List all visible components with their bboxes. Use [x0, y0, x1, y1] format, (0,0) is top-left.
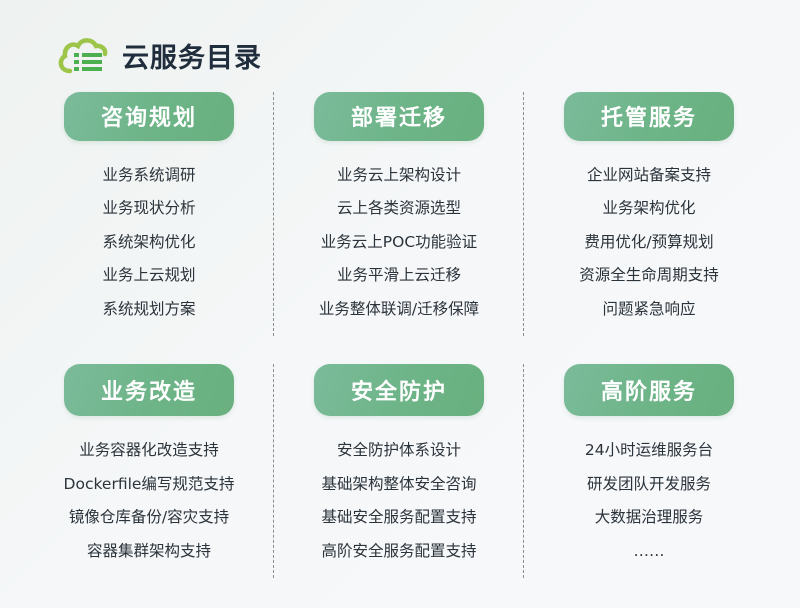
cloud-list-icon [58, 37, 108, 73]
list-item: 业务上云规划 [102, 266, 196, 284]
category-items: 业务云上架构设计 云上各类资源选型 业务云上POC功能验证 业务平滑上云迁移 业… [319, 159, 479, 327]
list-item: 镜像仓库备份/容灾支持 [68, 508, 230, 526]
category-items: 业务容器化改造支持 Dockerfile编写规范支持 镜像仓库备份/容灾支持 容… [64, 434, 235, 568]
page-header: 云服务目录 [56, 36, 262, 75]
category-transformation: 业务改造 业务容器化改造支持 Dockerfile编写规范支持 镜像仓库备份/容… [24, 364, 274, 584]
category-pill[interactable]: 业务改造 [64, 364, 234, 416]
catalog-row-1: 咨询规划 业务系统调研 业务现状分析 系统架构优化 业务上云规划 系统规划方案 … [24, 92, 776, 342]
service-catalog-grid: 咨询规划 业务系统调研 业务现状分析 系统架构优化 业务上云规划 系统规划方案 … [24, 92, 776, 578]
category-advanced: 高阶服务 24小时运维服务台 研发团队开发服务 大数据治理服务 …… [524, 364, 774, 584]
catalog-row-2: 业务改造 业务容器化改造支持 Dockerfile编写规范支持 镜像仓库备份/容… [24, 364, 776, 584]
list-item: 资源全生命周期支持 [579, 266, 719, 284]
list-item: 24小时运维服务台 [584, 441, 714, 459]
column-divider [273, 364, 274, 578]
list-item: 云上各类资源选型 [336, 199, 461, 217]
list-item: 研发团队开发服务 [586, 474, 711, 493]
category-items: 业务系统调研 业务现状分析 系统架构优化 业务上云规划 系统规划方案 [102, 159, 195, 327]
list-item: 企业网站备案支持 [586, 165, 711, 184]
list-item: 业务现状分析 [102, 199, 196, 217]
category-items: 企业网站备案支持 业务架构优化 费用优化/预算规划 资源全生命周期支持 问题紧急… [579, 159, 719, 327]
category-migration: 部署迁移 业务云上架构设计 云上各类资源选型 业务云上POC功能验证 业务平滑上… [274, 92, 524, 342]
list-item: 问题紧急响应 [602, 299, 696, 318]
category-pill[interactable]: 咨询规划 [64, 92, 234, 141]
list-item: 基础安全服务配置支持 [321, 508, 477, 526]
category-items: 安全防护体系设计 基础架构整体安全咨询 基础安全服务配置支持 高阶安全服务配置支… [321, 434, 476, 568]
list-item: 系统规划方案 [102, 299, 196, 318]
list-item: 高阶安全服务配置支持 [321, 541, 477, 560]
list-item: 系统架构优化 [102, 232, 196, 251]
list-item: 安全防护体系设计 [336, 441, 461, 459]
column-divider [523, 364, 524, 578]
list-item: 费用优化/预算规划 [584, 232, 714, 251]
category-pill[interactable]: 安全防护 [314, 364, 484, 416]
category-security: 安全防护 安全防护体系设计 基础架构整体安全咨询 基础安全服务配置支持 高阶安全… [274, 364, 524, 584]
column-divider [273, 92, 274, 336]
list-item: 容器集群架构支持 [86, 541, 211, 560]
list-item: 业务整体联调/迁移保障 [318, 299, 480, 318]
list-item: 业务容器化改造支持 [79, 441, 219, 459]
list-item: 业务云上架构设计 [336, 165, 461, 184]
list-item: 业务平滑上云迁移 [336, 266, 461, 284]
category-consulting: 咨询规划 业务系统调研 业务现状分析 系统架构优化 业务上云规划 系统规划方案 [24, 92, 274, 342]
list-item: 基础架构整体安全咨询 [321, 474, 477, 493]
list-item: …… [633, 541, 665, 560]
column-divider [523, 92, 524, 336]
page-title: 云服务目录 [122, 43, 262, 74]
list-item: 业务系统调研 [102, 165, 196, 184]
category-pill[interactable]: 高阶服务 [564, 364, 734, 416]
list-item: 大数据治理服务 [594, 508, 704, 526]
list-item: 业务架构优化 [602, 199, 696, 217]
list-item: Dockerfile编写规范支持 [63, 474, 235, 493]
category-pill[interactable]: 部署迁移 [314, 92, 484, 141]
category-items: 24小时运维服务台 研发团队开发服务 大数据治理服务 …… [585, 434, 713, 568]
category-managed: 托管服务 企业网站备案支持 业务架构优化 费用优化/预算规划 资源全生命周期支持… [524, 92, 774, 342]
category-pill[interactable]: 托管服务 [564, 92, 734, 141]
list-item: 业务云上POC功能验证 [320, 232, 478, 251]
